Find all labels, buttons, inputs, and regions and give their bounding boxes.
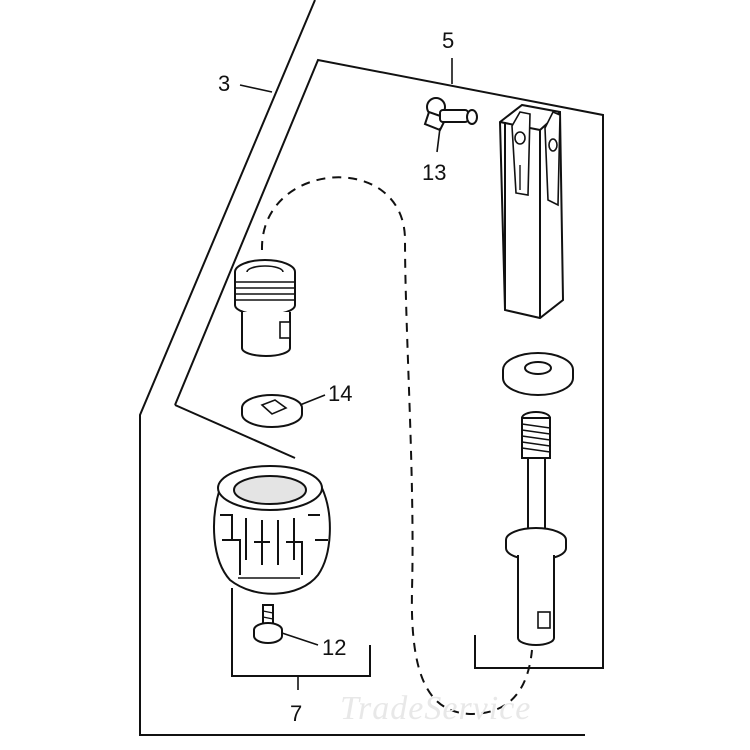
callout-13: 13 [422, 160, 447, 185]
leader-14 [299, 394, 326, 406]
watermark-text: TradeService [340, 690, 532, 727]
part-5-threaded-stem [505, 411, 567, 646]
dashed-assembly-path [260, 176, 533, 716]
leader-13 [436, 127, 441, 153]
callout-12: 12 [322, 635, 347, 660]
part-3-cartridge [234, 259, 296, 357]
part-12-screw [253, 604, 283, 644]
callout-5: 5 [442, 28, 455, 53]
leader-12 [281, 632, 319, 646]
callout-7: 7 [290, 701, 303, 726]
assembly-3-inner-line [174, 404, 296, 459]
part-13-stud [423, 97, 478, 132]
part-5-washer [502, 352, 574, 396]
assembly-3-outline [139, 0, 585, 736]
callout-3: 3 [218, 71, 231, 96]
leader-3 [239, 84, 273, 93]
assembly-5-outline [174, 58, 604, 669]
assembly-7-bracket [231, 588, 371, 677]
callout-14: 14 [328, 381, 353, 406]
part-5-clevis-bar [498, 103, 565, 320]
part-7-knob [213, 465, 331, 595]
part-14-square-washer [241, 394, 303, 428]
